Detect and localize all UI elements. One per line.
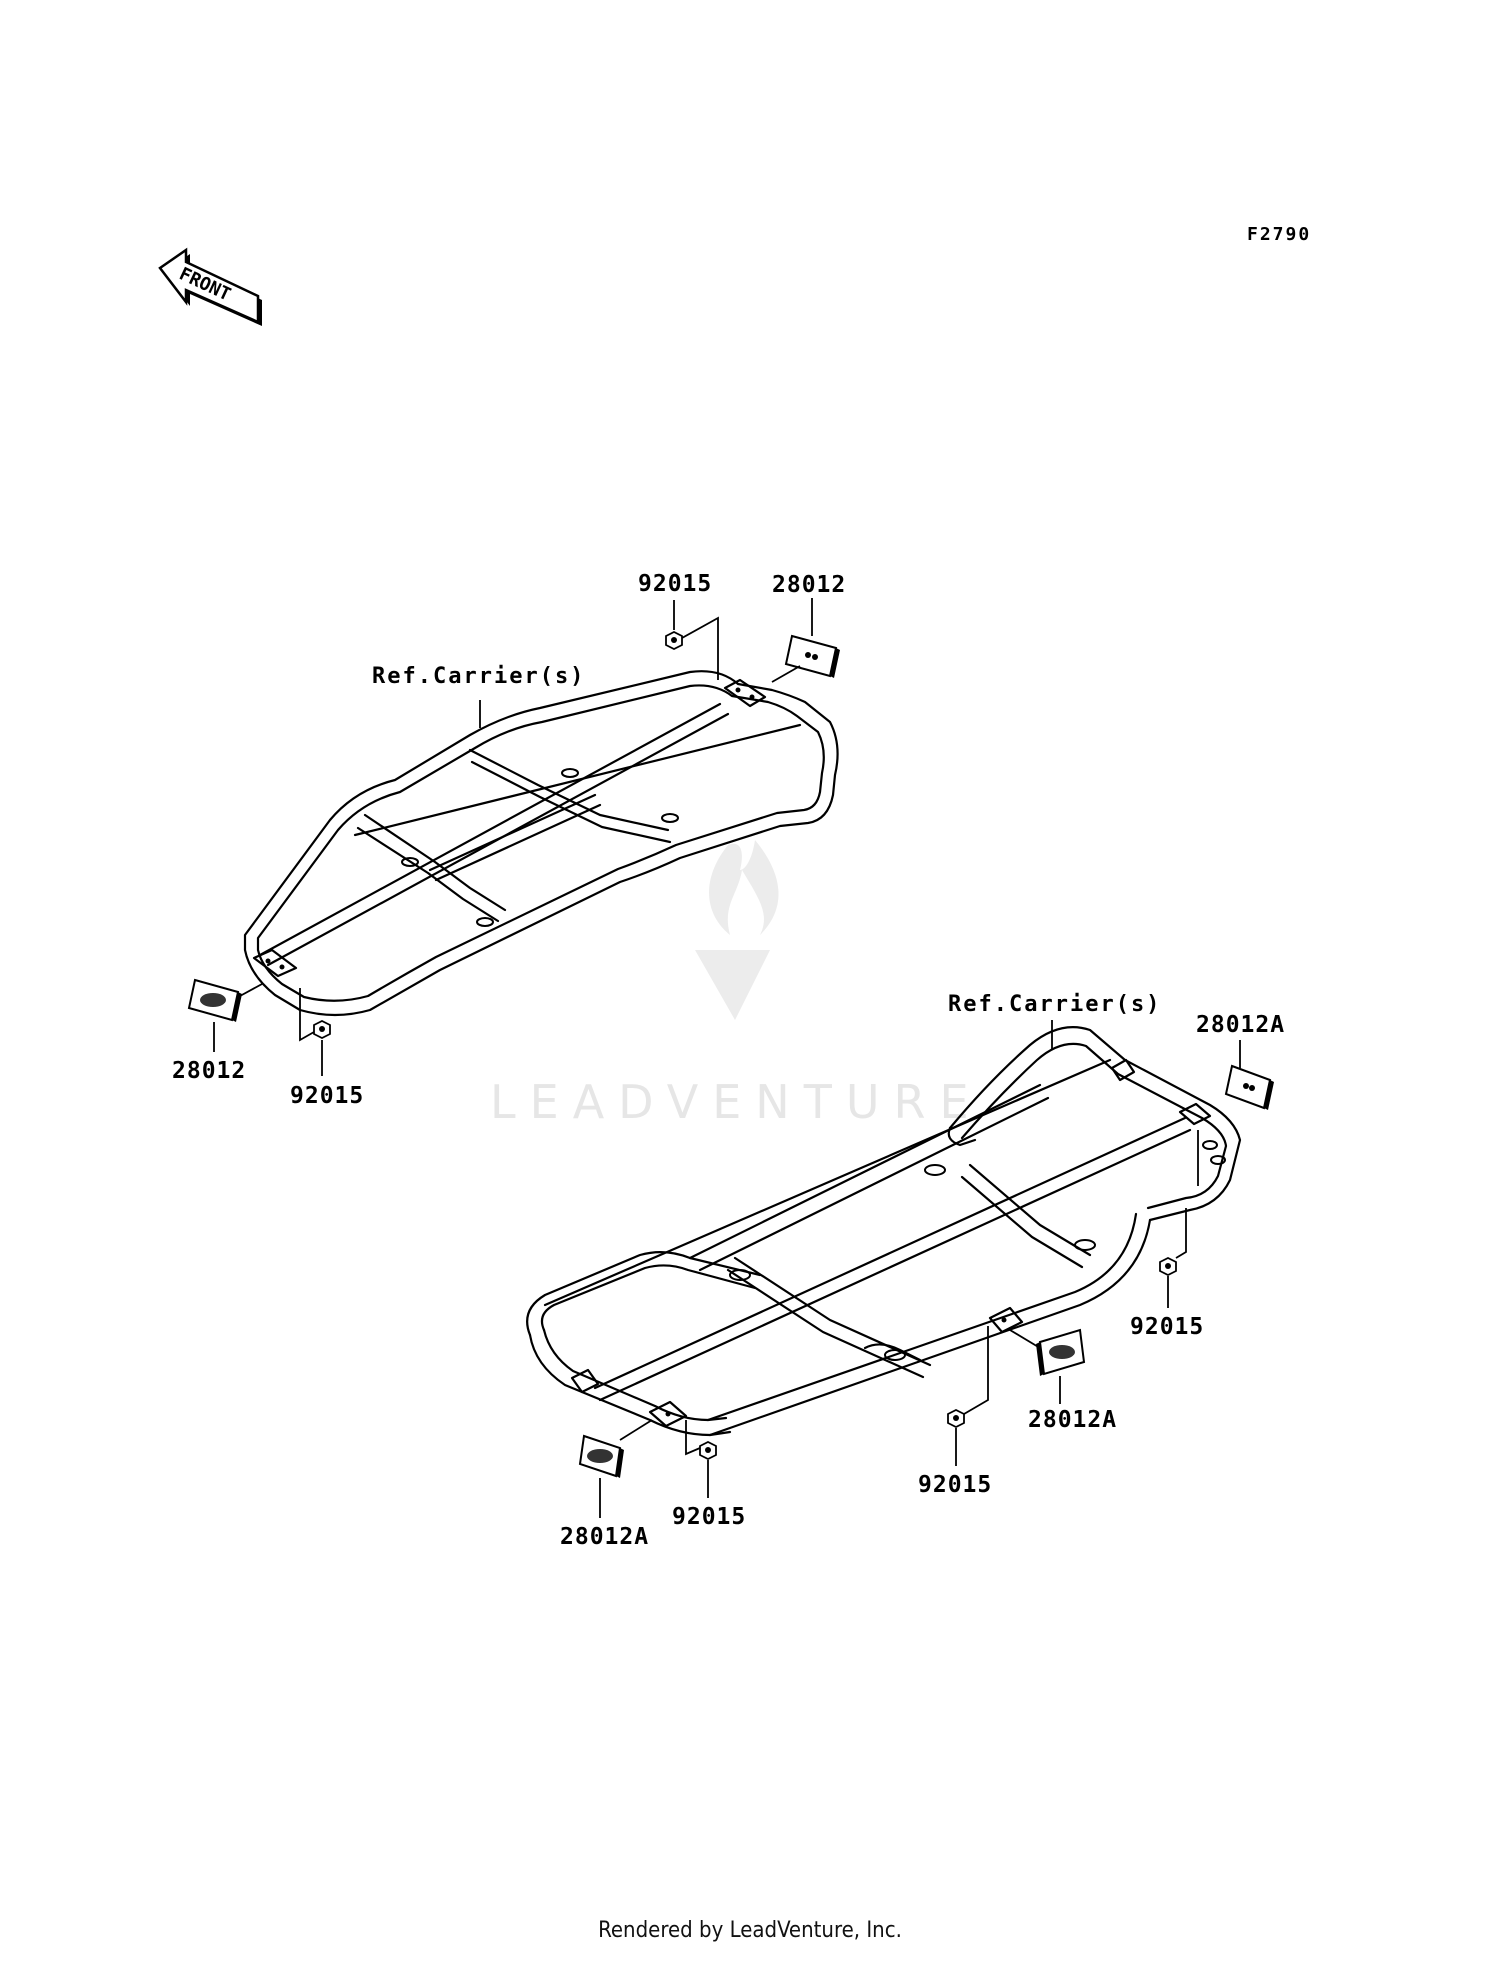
front-arrow-icon: FRONT	[158, 247, 262, 326]
carrier-bottom-ref-label: Ref.Carrier(s)	[948, 992, 1161, 1017]
carrier-bottom-reflector-right-mid-label: 28012A	[1028, 1407, 1117, 1433]
diagram-code: F2790	[1247, 224, 1311, 245]
carrier-bottom-nut-right-label: 92015	[1130, 1314, 1204, 1340]
carrier-top-ref-label: Ref.Carrier(s)	[372, 664, 585, 689]
nut-center-part	[947, 1408, 965, 1429]
reflector-left-part	[578, 1434, 624, 1478]
reflector-right-top-part	[1224, 1064, 1274, 1110]
watermark-logo: LEADVENTURE	[490, 840, 983, 1129]
reflector-right-mid-part	[1036, 1328, 1086, 1376]
footer-credit: Rendered by LeadVenture, Inc.	[598, 1918, 902, 1943]
reflector-bottom-part	[187, 978, 242, 1022]
carrier-top-reflector-top-label: 28012	[772, 572, 846, 598]
carrier-bottom-reflector-right-top-label: 28012A	[1196, 1012, 1285, 1038]
nut-top-part	[665, 630, 683, 651]
watermark-text: LEADVENTURE	[490, 1075, 983, 1129]
carrier-top-reflector-bottom-label: 28012	[172, 1058, 246, 1084]
carrier-bottom-nut-center-label: 92015	[918, 1472, 992, 1498]
carrier-top-nut-top-label: 92015	[638, 571, 712, 597]
reflector-top-part	[784, 634, 840, 678]
carrier-bottom-drawing	[526, 1020, 1274, 1518]
nut-bottom-part	[313, 1019, 331, 1040]
nut-right-part	[1159, 1256, 1177, 1277]
carrier-bottom-nut-left-label: 92015	[672, 1504, 746, 1530]
carrier-top-drawing	[187, 598, 840, 1076]
nut-left-part	[699, 1440, 717, 1461]
carrier-bottom-reflector-left-label: 28012A	[560, 1524, 649, 1550]
carrier-top-nut-bottom-label: 92015	[290, 1083, 364, 1109]
